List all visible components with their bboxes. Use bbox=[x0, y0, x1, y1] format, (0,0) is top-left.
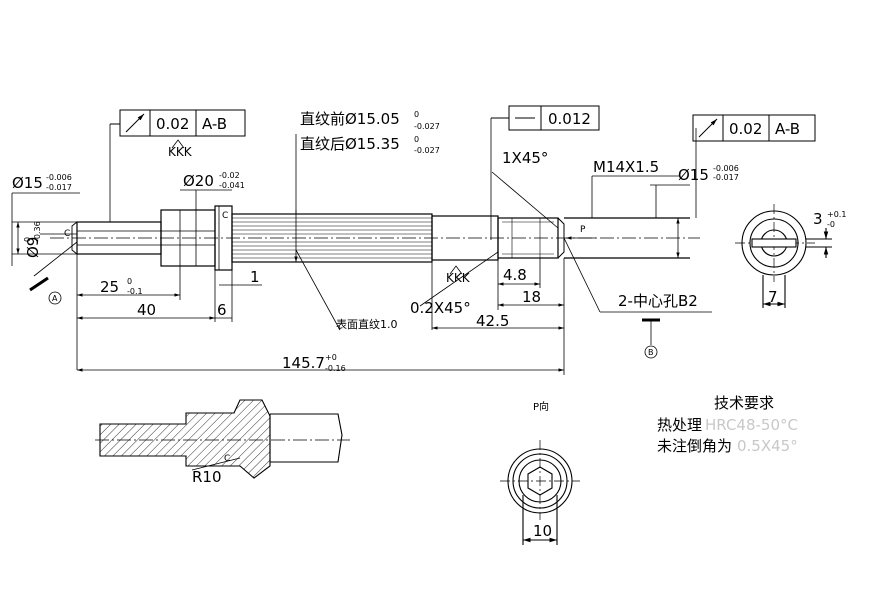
detail-c: C bbox=[224, 454, 230, 464]
fcf2-tolerance: 0.012 bbox=[548, 110, 591, 128]
svg-text:-0.1: -0.1 bbox=[127, 287, 143, 296]
svg-text:-0.017: -0.017 bbox=[46, 183, 72, 192]
dim-145-7: 145.7 bbox=[282, 354, 325, 372]
knurl-after-label: 直纹后Ø15.35 bbox=[300, 135, 400, 153]
d15-left: Ø15 bbox=[12, 174, 43, 192]
fcf-runout-right bbox=[692, 114, 816, 142]
tech-req-chamfer-prefix: 未注倒角为 bbox=[657, 437, 732, 455]
chamfer-02x45: 0.2X45° bbox=[410, 299, 471, 317]
runout-icon bbox=[698, 118, 718, 138]
knurl-before-label: 直纹前Ø15.05 bbox=[300, 110, 400, 128]
detail-r10: R10 bbox=[192, 468, 222, 486]
thread-section bbox=[497, 217, 559, 259]
tech-req-heat-prefix: 热处理 bbox=[657, 416, 702, 434]
tech-req-chamfer-value: 0.5X45° bbox=[737, 437, 798, 455]
svg-text:0: 0 bbox=[23, 237, 32, 242]
svg-text:-0.017: -0.017 bbox=[713, 173, 739, 182]
d20-label: Ø20 bbox=[183, 172, 214, 190]
svg-text:-0.02: -0.02 bbox=[219, 171, 240, 180]
dim-40: 40 bbox=[137, 301, 156, 319]
center-holes-note: 2-中心孔B2 bbox=[618, 292, 698, 310]
p-view-title: P向 bbox=[533, 400, 549, 413]
section-c-shoulder: C bbox=[222, 211, 228, 221]
kkk-mark-bottom: KKK bbox=[446, 271, 471, 285]
fcf1-reference: A-B bbox=[202, 115, 227, 133]
fcf1-tolerance: 0.02 bbox=[156, 115, 189, 133]
knurl-lines bbox=[232, 217, 432, 259]
detail-view bbox=[95, 399, 350, 479]
fcf-runout-left bbox=[110, 109, 246, 137]
svg-text:-0.16: -0.16 bbox=[325, 364, 346, 373]
section-c-left: C bbox=[64, 229, 70, 239]
svg-text:-0: -0 bbox=[827, 220, 835, 229]
dimension-lines bbox=[11, 118, 712, 375]
dim-4-8: 4.8 bbox=[503, 266, 527, 284]
runout-icon bbox=[125, 113, 145, 133]
svg-text:+0: +0 bbox=[325, 353, 337, 362]
thread-spec: M14X1.5 bbox=[593, 158, 659, 176]
svg-text:-0.36: -0.36 bbox=[33, 221, 42, 242]
cross-section-view bbox=[735, 204, 832, 308]
kkk-mark-top: KKK bbox=[168, 145, 193, 159]
tech-req-heat-value: HRC48-50°C bbox=[705, 416, 798, 434]
datum-a-marker: A bbox=[48, 291, 62, 305]
svg-text:+0.1: +0.1 bbox=[827, 210, 846, 219]
svg-text:0: 0 bbox=[127, 277, 132, 286]
svg-text:-0.006: -0.006 bbox=[46, 173, 72, 182]
svg-text:0: 0 bbox=[414, 135, 419, 144]
dim-6: 6 bbox=[217, 301, 227, 319]
svg-text:0: 0 bbox=[414, 110, 419, 119]
chamfer-1x45: 1X45° bbox=[502, 149, 548, 167]
fcf-straightness bbox=[491, 105, 600, 131]
dim-25: 25 bbox=[100, 278, 119, 296]
dim-7: 7 bbox=[768, 288, 778, 306]
fcf3-reference: A-B bbox=[775, 120, 800, 138]
surface-knurl-note: 表面直纹1.0 bbox=[336, 317, 398, 331]
dim-1: 1 bbox=[250, 268, 260, 286]
dim-42-5: 42.5 bbox=[476, 312, 509, 330]
d9-label: Ø9 bbox=[24, 237, 42, 258]
d15-right: Ø15 bbox=[678, 166, 709, 184]
svg-text:A: A bbox=[52, 294, 58, 303]
shaft-main-view bbox=[50, 205, 700, 271]
p-arrow-label: P bbox=[580, 225, 586, 235]
svg-text:-0.006: -0.006 bbox=[713, 164, 739, 173]
dim-18: 18 bbox=[522, 288, 541, 306]
svg-text:-0.027: -0.027 bbox=[414, 122, 440, 131]
datum-b-marker: B bbox=[644, 345, 658, 359]
p-view bbox=[500, 440, 580, 545]
dim-10: 10 bbox=[533, 522, 552, 540]
dim-3: 3 bbox=[813, 210, 823, 228]
svg-text:-0.027: -0.027 bbox=[414, 146, 440, 155]
svg-text:B: B bbox=[648, 348, 654, 357]
svg-text:-0.041: -0.041 bbox=[219, 181, 245, 190]
fcf3-tolerance: 0.02 bbox=[729, 120, 762, 138]
tech-req-title: 技术要求 bbox=[714, 394, 774, 412]
